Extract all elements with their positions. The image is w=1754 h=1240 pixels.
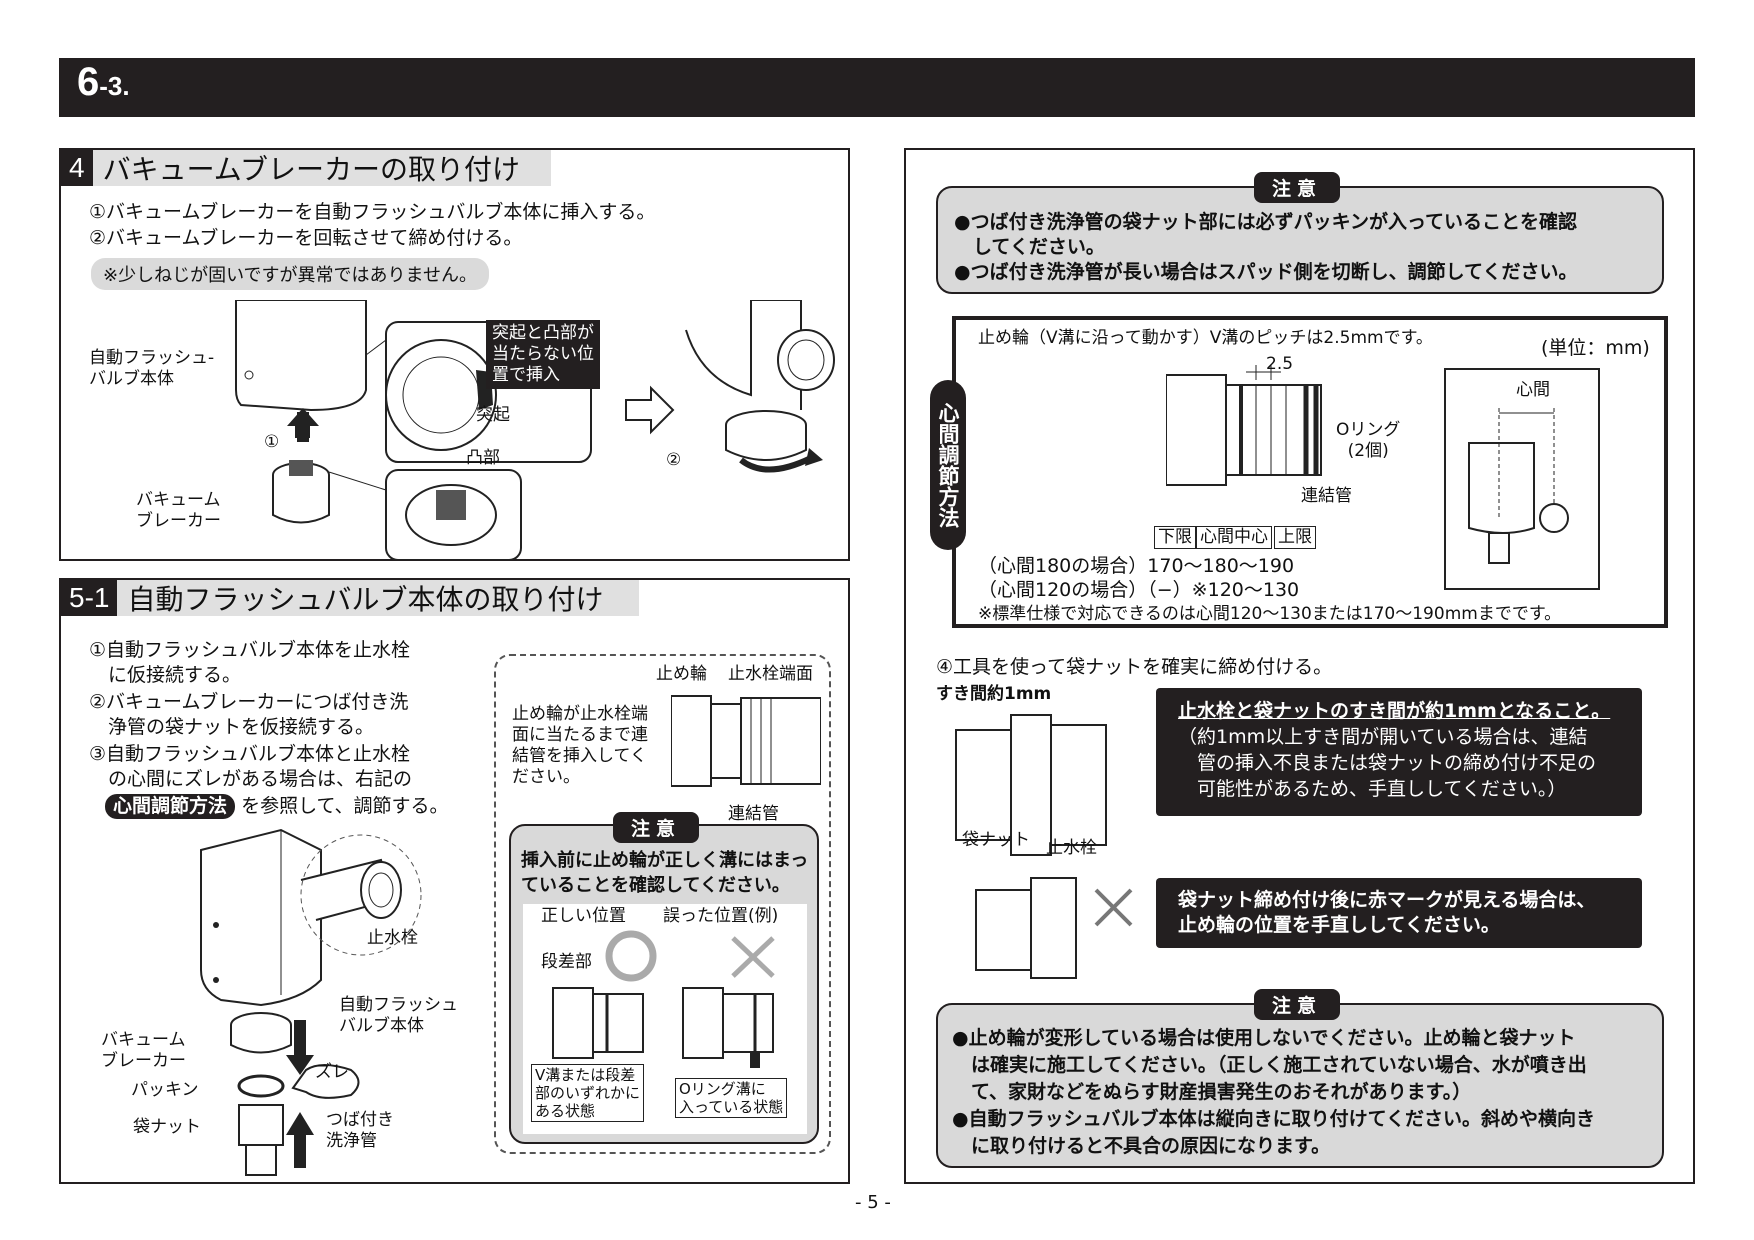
- cap-correct: V溝または段差 部のいずれかに ある状態: [531, 1064, 645, 1122]
- section-4-panel: 4 バキュームブレーカーの取り付け ①バキュームブレーカーを自動フラッシュバルブ…: [59, 148, 850, 561]
- sec51-detail-inset: 止め輪が止水栓端 面に当たるまで連 結管を挿入してく ださい。 止め輪 止水栓端…: [494, 654, 831, 1154]
- section-5-1-title: 5-1 自動フラッシュバルブ本体の取り付け: [61, 580, 639, 616]
- sec4-label-vb: バキューム ブレーカー: [136, 490, 221, 531]
- adjust-method-panel: 心間調節方法 止め輪（V溝に沿って動かす）V溝のピッチは2.5mmです。 (単位…: [930, 316, 1668, 628]
- nut-diagram-2: [975, 877, 1133, 979]
- label-wrong: 誤った位置(例): [663, 906, 779, 926]
- sec4-illustration: [235, 300, 835, 560]
- sec4-circle2: ②: [666, 450, 682, 470]
- label-dansa: 段差部: [541, 952, 592, 972]
- sec51-label-valve: 自動フラッシュ バルブ本体: [339, 995, 458, 1036]
- section-4-heading: バキュームブレーカーの取り付け: [102, 153, 521, 186]
- section-4-title: 4 バキュームブレーカーの取り付け: [61, 150, 551, 186]
- sec51-compare-panel: 正しい位置 誤った位置(例) 段差部 V溝または段差 部のいずれかに ある状態 …: [523, 904, 807, 1134]
- chushin-label: 心間中心: [1196, 526, 1272, 549]
- section-5-1-heading: 自動フラッシュバルブ本体の取り付け: [127, 583, 604, 616]
- adjust-method-side-label: 心間調節方法: [930, 380, 966, 550]
- caution-1-tag: 注意: [1254, 172, 1341, 203]
- sec4-label-totsubu: 凸部: [466, 448, 500, 468]
- sec51-label-packing: パッキン: [131, 1080, 199, 1100]
- sec4-circle1: ①: [264, 432, 280, 452]
- sec51-step3: ③自動フラッシュバルブ本体と止水栓 の心間にズレがある場合は、右記の: [89, 743, 413, 790]
- adjust-top-text: 止め輪（V溝に沿って動かす）V溝のピッチは2.5mmです。: [978, 328, 1433, 348]
- adjust-method-pill[interactable]: 心間調節方法: [105, 794, 236, 819]
- caution-1-line3: ●つば付き洗浄管が長い場合はスパッド側を切断し、調節してください。: [954, 261, 1578, 283]
- sec51-caution-tag: 注意: [613, 812, 700, 843]
- unit-label: (単位：mm): [1541, 337, 1650, 359]
- gap-info-body: （約1mm以上すき間が開いている場合は、連結 管の挿入不良または袋ナットの締め付…: [1178, 726, 1597, 800]
- caution-2-tag: 注意: [1254, 989, 1341, 1020]
- section-5-1-panel: 5-1 自動フラッシュバルブ本体の取り付け ①自動フラッシュバルブ本体を止水栓 …: [59, 578, 850, 1184]
- section-number: 6-3.: [77, 60, 130, 104]
- label-correct: 正しい位置: [541, 906, 626, 926]
- adjust-diagram: [1166, 365, 1322, 486]
- sec4-step2: ②バキュームブレーカーを回転させて締め付ける。: [89, 227, 523, 249]
- section-4-number: 4: [61, 150, 93, 186]
- sec51-label-tomewa: 止め輪: [656, 664, 707, 684]
- compare-diagram: [552, 930, 775, 1068]
- sec51-inset-diagram: [671, 695, 821, 787]
- right-panel: 注意 ●つば付き洗浄管の袋ナット部には必ずパッキンが入っていることを確認 してく…: [904, 148, 1695, 1184]
- sec51-label-vb: バキューム ブレーカー: [101, 1030, 186, 1071]
- std-note: ※標準仕様で対応できるのは心間120〜130または170〜190mmまでです。: [978, 604, 1562, 624]
- shisuisen-label: 止水栓: [1046, 838, 1097, 858]
- sec4-label-valve: 自動フラッシュ- バルブ本体: [89, 348, 215, 389]
- sec51-step2: ②バキュームブレーカーにつば付き洗 浄管の袋ナットを仮接続する。: [89, 691, 409, 738]
- sec51-inset-text: 止め輪が止水栓端 面に当たるまで連 結管を挿入してく ださい。: [512, 704, 648, 787]
- row-120: （心間120の場合）（−）※120〜130: [978, 579, 1300, 601]
- sec51-label-renketsu: 連結管: [728, 804, 779, 824]
- sec4-label-tokki: 突起: [476, 405, 510, 425]
- shinkan-label: 心間: [1516, 380, 1550, 400]
- fukuro-label: 袋ナット: [962, 830, 1030, 850]
- sec51-label-tsuba: つば付き 洗浄管: [326, 1110, 394, 1151]
- caution-1-line1: ●つば付き洗浄管の袋ナット部には必ずパッキンが入っていることを確認: [954, 211, 1578, 233]
- sec51-label-shisuisen: 止水栓: [367, 928, 418, 948]
- step4-text: ④工具を使って袋ナットを確実に締め付ける。: [936, 656, 1333, 678]
- nut-diagram-1: [955, 714, 1107, 856]
- caution-2-box: 注意 ●止め輪が変形している場合は使用しないでください。止め輪と袋ナット は確実…: [936, 989, 1664, 1168]
- red-mark-text: 袋ナット締め付け後に赤マークが見える場合は、 止め輪の位置を手直ししてください。: [1178, 889, 1596, 936]
- sec4-callout: 突起と凸部が 当たらない位 置で挿入: [486, 320, 600, 389]
- gap-label: すき間約1mm: [936, 684, 1052, 704]
- sec4-step1: ①バキュームブレーカーを自動フラッシュバルブ本体に挿入する。: [89, 201, 656, 223]
- sec4-note: ※少しねじが固いですが異常ではありません。: [91, 258, 489, 290]
- kagen-label: 下限: [1154, 526, 1196, 549]
- cap-wrong: Oリング溝に 入っている状態: [675, 1078, 788, 1118]
- gap-info-box: 止水栓と袋ナットのすき間が約1mmとなること。 （約1mm以上すき間が開いている…: [1156, 688, 1642, 816]
- sec51-step3b: 心間調節方法 を参照して、調節する。: [105, 794, 449, 819]
- shinkan-diagram: [1444, 368, 1600, 590]
- dim-25: 2.5: [1266, 354, 1294, 374]
- section-header-bar: 6-3.: [59, 58, 1695, 117]
- sec51-label-tanmen: 止水栓端面: [728, 664, 813, 684]
- caution-2-text: ●止め輪が変形している場合は使用しないでください。止め輪と袋ナット は確実に施工…: [952, 1027, 1596, 1157]
- sec51-step3b-text: を参照して、調節する。: [241, 795, 449, 817]
- sec51-step1: ①自動フラッシュバルブ本体を止水栓 に仮接続する。: [89, 639, 411, 686]
- sec51-label-zure: ズレ: [315, 1062, 349, 1082]
- red-mark-box: 袋ナット締め付け後に赤マークが見える場合は、 止め輪の位置を手直ししてください。: [1156, 878, 1642, 948]
- sec51-caution-box: 注意 挿入前に止め輪が正しく溝にはまっ ていることを確認してください。 正しい位…: [509, 812, 819, 1144]
- jogen-label: 上限: [1274, 526, 1316, 549]
- sec51-label-fukuro: 袋ナット: [133, 1117, 201, 1137]
- caution-1-box: 注意 ●つば付き洗浄管の袋ナット部には必ずパッキンが入っていることを確認 してく…: [936, 172, 1664, 294]
- sec51-illustration: [200, 828, 422, 1176]
- renketsu-label: 連結管: [1301, 486, 1352, 506]
- sec51-caution-text: 挿入前に止め輪が正しく溝にはまっ ていることを確認してください。: [521, 850, 809, 896]
- caution-1-line2: してください。: [954, 236, 1105, 258]
- section-5-1-number: 5-1: [61, 580, 118, 616]
- gap-info-title: 止水栓と袋ナットのすき間が約1mmとなること。: [1178, 700, 1611, 722]
- page-number: - 5 -: [855, 1192, 891, 1213]
- row-180: （心間180の場合）170〜180〜190: [978, 555, 1295, 577]
- oring-label: Oリング (2個): [1336, 420, 1401, 461]
